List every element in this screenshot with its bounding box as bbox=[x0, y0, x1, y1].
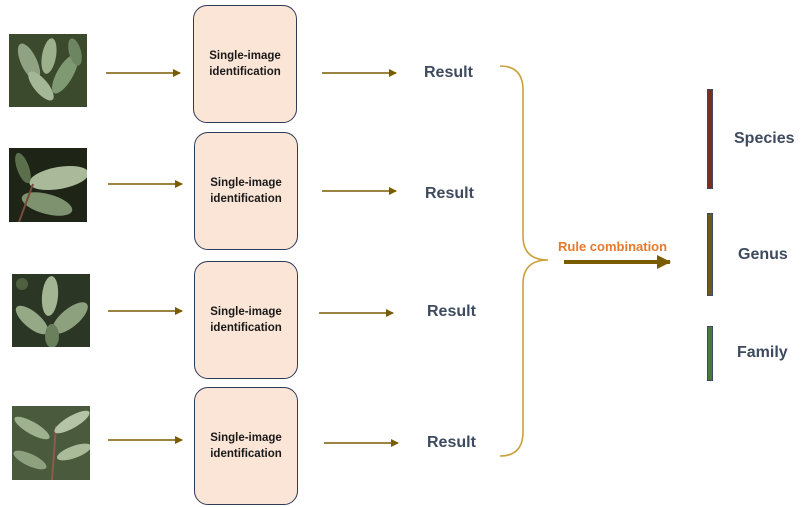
result-label-4: Result bbox=[427, 434, 476, 451]
family-bar bbox=[707, 326, 713, 381]
identification-box-2: Single-image identification bbox=[194, 132, 298, 250]
result-label-1: Result bbox=[424, 64, 473, 81]
leaf-photo-3 bbox=[12, 274, 90, 347]
leaf-photo-4 bbox=[12, 406, 90, 480]
result-label-3: Result bbox=[427, 303, 476, 320]
identification-box-1: Single-image identification bbox=[193, 5, 297, 123]
leaf-photo-2 bbox=[9, 148, 87, 222]
identification-box-3: Single-image identification bbox=[194, 261, 298, 379]
identification-label: Single-image identification bbox=[210, 306, 282, 334]
identification-label: Single-image identification bbox=[210, 177, 282, 205]
level-label-genus: Genus bbox=[738, 246, 788, 263]
level-label-family: Family bbox=[737, 344, 788, 361]
genus-bar bbox=[707, 213, 713, 296]
identification-box-4: Single-image identification bbox=[194, 387, 298, 505]
combination-brace bbox=[499, 65, 549, 457]
rule-combination-label: Rule combination bbox=[558, 239, 668, 254]
identification-label: Single-image identification bbox=[209, 50, 281, 78]
species-bar bbox=[707, 89, 713, 189]
result-label-2: Result bbox=[425, 185, 474, 202]
level-label-species: Species bbox=[734, 130, 795, 147]
identification-label: Single-image identification bbox=[210, 432, 282, 460]
leaf-photo-1 bbox=[9, 34, 87, 107]
